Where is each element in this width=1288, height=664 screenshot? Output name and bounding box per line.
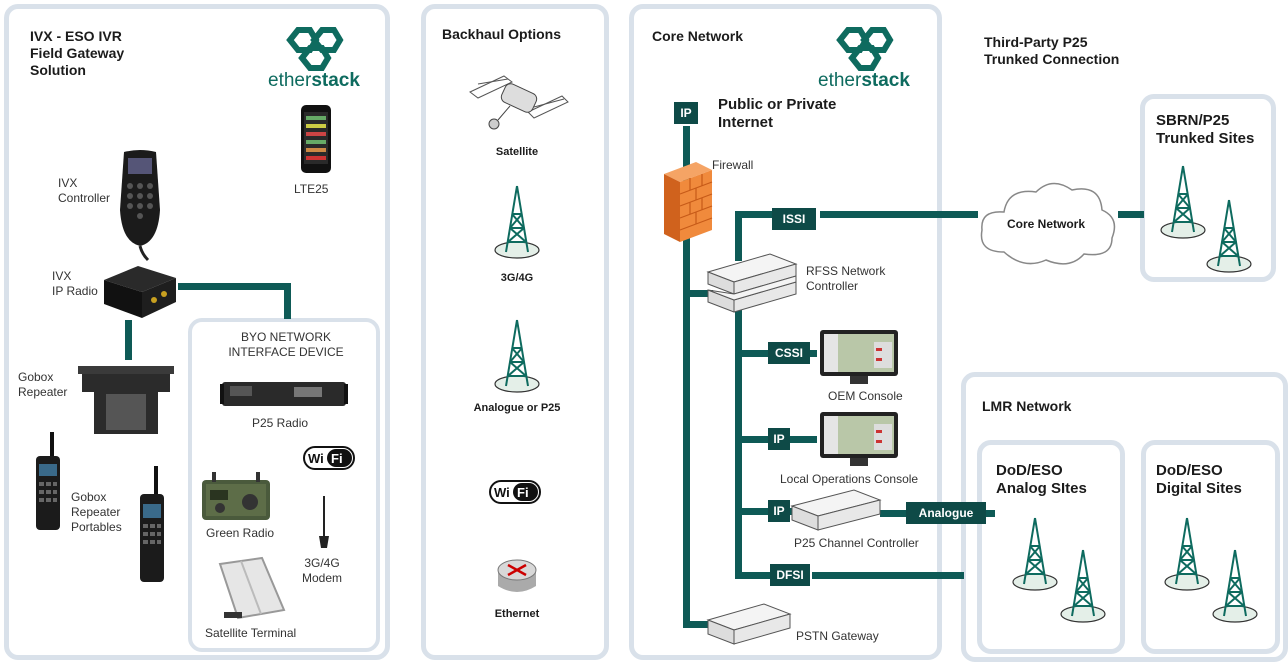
ip-radio-icon — [104, 266, 176, 318]
ip-tag: IP — [674, 102, 698, 124]
ip3-tag: IP — [768, 500, 790, 522]
firewall-icon — [664, 162, 713, 242]
ivx-link-h — [178, 283, 290, 290]
cloud-label: Core Network — [1006, 217, 1086, 231]
etherstack-logo: etherstack — [268, 27, 360, 91]
issi-link-h — [735, 211, 775, 218]
rfss-controller-icon — [706, 253, 798, 313]
ip2-tag: IP — [768, 428, 790, 450]
repeater-case-icon — [78, 366, 174, 434]
analog-sites-title: DoD/ESO Analog SItes — [996, 462, 1087, 497]
p25-radio-label: P25 Radio — [252, 416, 309, 430]
byo-title: BYO NETWORK INTERFACE DEVICE — [228, 330, 344, 359]
analogue-to-lmr — [985, 510, 995, 517]
sbrn-title: SBRN/P25 Trunked Sites — [1156, 112, 1255, 147]
portable-radio-icon — [36, 432, 60, 530]
backhaul-3g4g-label: 3G/4G — [500, 272, 534, 284]
console-monitor-icon — [820, 412, 898, 466]
pstn-label: PSTN Gateway — [796, 629, 879, 643]
tower-icon — [494, 185, 540, 259]
rfss-link — [683, 290, 713, 297]
satellite-icon — [469, 75, 569, 130]
core-backbone — [683, 126, 690, 628]
ivx-ip-radio-label: IVX IP Radio — [52, 269, 98, 298]
console-monitor-icon — [820, 330, 898, 384]
dfsi-tag: DFSI — [770, 564, 810, 586]
analogue-tag: Analogue — [906, 502, 986, 524]
gobox-repeater-label: Gobox Repeater — [18, 370, 68, 399]
router-icon — [497, 559, 537, 592]
cloud-icon — [980, 182, 1116, 265]
p25-radio-icon — [220, 382, 348, 406]
svg-text:etherstack: etherstack — [818, 70, 910, 91]
ivx-controller-label: IVX Controller — [58, 176, 111, 205]
backhaul-analogue-label: Analogue or P25 — [473, 402, 561, 414]
dfsi-link — [735, 572, 775, 579]
core-network-title: Core Network — [652, 28, 744, 44]
lte25-label: LTE25 — [294, 182, 329, 196]
modem-antenna-icon — [319, 496, 329, 548]
ivx-link-v — [284, 283, 291, 319]
local-console-label: Local Operations Console — [780, 472, 919, 486]
cloud-to-sbrn — [1118, 211, 1144, 218]
issi-tag: ISSI — [772, 208, 816, 230]
tower-icon — [1212, 549, 1258, 623]
svg-text:Fi: Fi — [331, 451, 343, 466]
dfsi-to-lmr — [812, 572, 964, 579]
sbrn-panel — [1140, 94, 1276, 282]
green-radio-label: Green Radio — [206, 526, 275, 540]
internet-label: Public or Private Internet — [718, 96, 837, 131]
analogue-link — [880, 510, 908, 517]
etherstack-logo: etherstack — [818, 27, 910, 91]
issi-to-cloud — [820, 211, 978, 218]
pstn-gateway-icon — [706, 603, 792, 645]
rfss-label: RFSS Network Controller — [806, 264, 886, 293]
svg-text:Wi: Wi — [494, 485, 510, 500]
wifi-logo-icon: Wi Fi — [303, 446, 355, 470]
p25-channel-label: P25 Channel Controller — [794, 536, 919, 550]
portable-radio-icon — [140, 466, 164, 582]
p25-channel-controller-icon — [790, 489, 882, 531]
tower-icon — [494, 319, 540, 393]
backhaul-title: Backhaul Options — [442, 26, 562, 42]
tower-icon — [1206, 199, 1252, 273]
smartphone-icon — [301, 105, 331, 173]
tower-icon — [1160, 165, 1206, 239]
firewall-label: Firewall — [712, 158, 754, 172]
satellite-terminal-label: Satellite Terminal — [205, 626, 297, 640]
backhaul-satellite-label: Satellite — [495, 146, 539, 158]
tower-icon — [1164, 517, 1210, 591]
lmr-title: LMR Network — [982, 398, 1072, 414]
digital-sites-title: DoD/ESO Digital Sites — [1156, 462, 1242, 497]
tower-icon — [1060, 549, 1106, 623]
svg-text:Fi: Fi — [517, 485, 529, 500]
controller-icon — [120, 150, 160, 262]
satellite-terminal-icon — [218, 556, 286, 620]
svg-text:etherstack: etherstack — [268, 70, 360, 91]
digital-sites-panel — [1141, 440, 1280, 654]
tower-icon — [1012, 517, 1058, 591]
gobox-link — [125, 320, 132, 360]
green-radio-icon — [202, 472, 270, 520]
svg-text:Wi: Wi — [308, 451, 324, 466]
wifi-logo-icon: Wi Fi — [489, 480, 541, 504]
oem-console-label: OEM Console — [828, 389, 903, 403]
rfss-branch-v — [735, 310, 742, 578]
modem-label: 3G/4G Modem — [302, 556, 343, 585]
gobox-portables-label: Gobox Repeater Portables — [71, 490, 122, 534]
cssi-tag: CSSI — [768, 342, 810, 364]
pstn-link — [683, 621, 713, 628]
field-gateway-title: IVX - ESO IVR Field Gateway Solution — [30, 28, 125, 78]
third-party-title: Third-Party P25 Trunked Connection — [984, 34, 1120, 67]
backhaul-ethernet-label: Ethernet — [494, 608, 540, 620]
issi-link-v — [735, 211, 742, 261]
